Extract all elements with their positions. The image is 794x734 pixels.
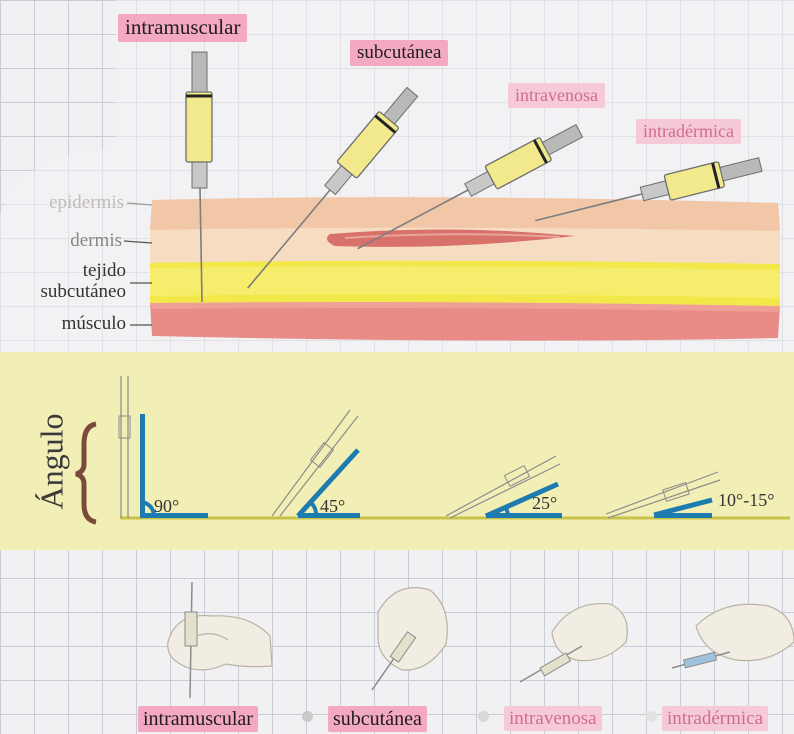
gloved-hand-icon xyxy=(168,582,272,698)
gloved-hand-icon xyxy=(372,588,447,690)
angle-title-text: Ángulo xyxy=(34,402,71,522)
angle-value-25: 25° xyxy=(532,494,557,512)
label-intravenosa: intravenosa xyxy=(508,83,605,108)
label-subcutaneous-line1: tejido xyxy=(83,261,126,280)
label-intramuscular: intramuscular xyxy=(118,14,247,42)
bottom-label-intradermica: intradérmica xyxy=(662,706,768,731)
label-dermis: dermis xyxy=(70,231,122,250)
angle-diagrams xyxy=(0,352,794,550)
bottom-label-intramuscular: intramuscular xyxy=(138,706,258,732)
label-subcutaneous-line2: subcutáneo xyxy=(41,282,126,301)
bottom-label-subcutanea: subcutánea xyxy=(328,706,427,732)
angle-value-10-15: 10°-15° xyxy=(718,491,774,509)
label-epidermis: epidermis xyxy=(49,193,124,212)
angle-title: Ángulo xyxy=(14,405,94,525)
angle-marker-icon xyxy=(606,472,720,518)
gloved-hand-icon xyxy=(672,604,794,668)
separator-dot xyxy=(646,711,657,722)
angle-value-45: 45° xyxy=(320,497,345,515)
angle-value-90: 90° xyxy=(154,497,179,515)
bottom-label-intravenosa: intravenosa xyxy=(504,706,602,731)
label-intradermica: intradérmica xyxy=(636,119,741,144)
label-subcutanea: subcutánea xyxy=(350,40,448,66)
gloved-hand-icon xyxy=(520,604,627,682)
separator-dot xyxy=(302,711,313,722)
epidermis-layer xyxy=(150,197,780,231)
separator-dot xyxy=(478,711,489,722)
angle-marker-icon xyxy=(272,410,360,518)
label-musculo: músculo xyxy=(62,314,126,333)
